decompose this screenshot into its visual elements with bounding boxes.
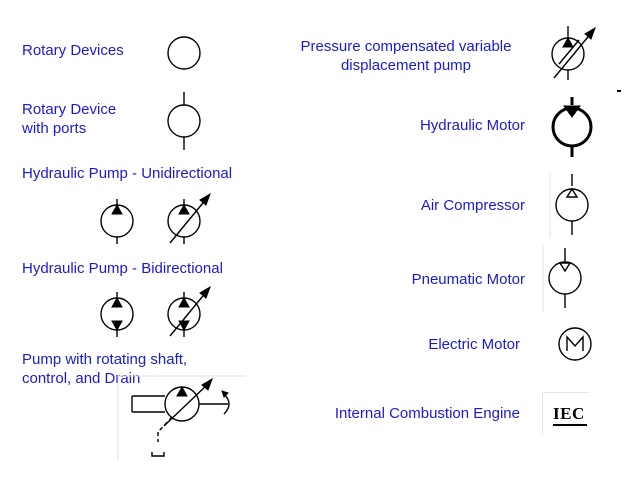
label-ic-engine: Internal Combustion Engine: [334, 405, 520, 422]
pump-shaft-control-drain-symbol: [117, 375, 246, 460]
iec-box: [542, 392, 589, 435]
stray-mark: [617, 90, 621, 92]
label-pump-shaft: Pump with rotating shaft, control, and D…: [22, 350, 187, 388]
rotary-device-symbol: [167, 36, 201, 70]
rotary-device-ports-symbol: [167, 92, 201, 150]
label-pressure-compensated-pump: Pressure compensated variable displaceme…: [296, 37, 516, 75]
label-line: displacement pump: [340, 57, 472, 74]
label-air-compressor: Air Compressor: [420, 197, 525, 214]
pump-bidirectional-variable-symbol: [167, 285, 211, 337]
label-pneumatic-motor: Pneumatic Motor: [411, 271, 525, 288]
label-line: with ports: [22, 120, 87, 137]
label-electric-motor: Electric Motor: [428, 336, 520, 353]
pressure-compensated-pump-symbol: [551, 26, 596, 80]
hydraulic-motor-symbol: [551, 97, 593, 157]
pneumatic-motor-symbol: [542, 244, 582, 312]
electric-motor-symbol: [558, 327, 592, 361]
label-line: Pressure compensated variable: [300, 38, 512, 55]
pump-bidirectional-fixed-symbol: [100, 292, 134, 337]
label-line: Pump with rotating shaft,: [22, 351, 188, 368]
label-rotary-devices: Rotary Devices: [22, 42, 124, 59]
label-hydraulic-motor: Hydraulic Motor: [419, 117, 525, 134]
label-rotary-device-ports: Rotary Device with ports: [22, 100, 116, 138]
pump-unidirectional-variable-symbol: [167, 192, 211, 244]
label-pump-bidirectional: Hydraulic Pump - Bidirectional: [22, 260, 223, 277]
label-line: Rotary Device: [22, 101, 117, 118]
pump-unidirectional-fixed-symbol: [100, 199, 134, 244]
label-pump-unidirectional: Hydraulic Pump - Unidirectional: [22, 165, 233, 182]
label-line: control, and Drain: [22, 370, 141, 387]
iec-underline: [553, 424, 587, 426]
iec-logo: IEC: [553, 404, 585, 423]
air-compressor-symbol: [549, 172, 589, 238]
